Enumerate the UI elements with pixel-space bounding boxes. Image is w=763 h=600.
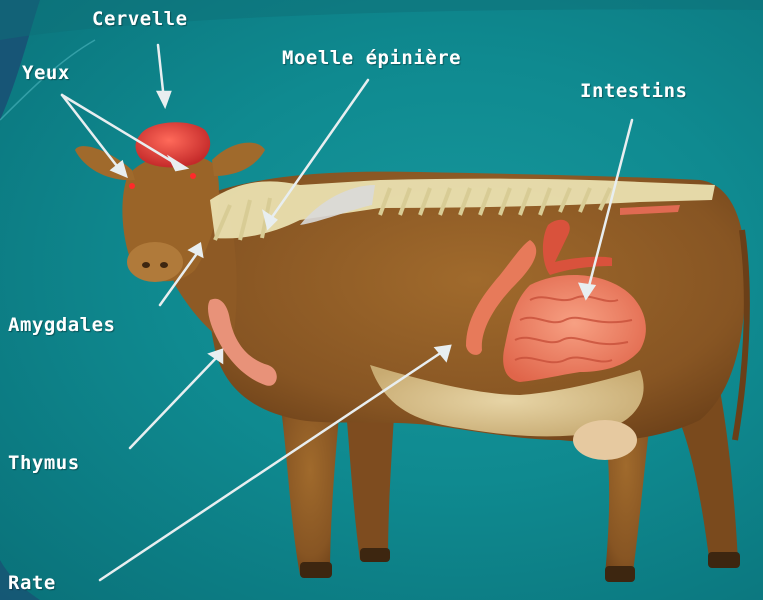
label-rate: Rate xyxy=(8,572,56,594)
label-thymus: Thymus xyxy=(8,452,80,474)
eye-right xyxy=(190,173,196,179)
label-amygdales: Amygdales xyxy=(8,314,115,336)
label-moelle-epiniere: Moelle épinière xyxy=(282,47,461,69)
label-intestins: Intestins xyxy=(580,80,687,102)
label-yeux: Yeux xyxy=(22,62,70,84)
eye-left xyxy=(129,183,135,189)
label-cervelle: Cervelle xyxy=(92,8,188,30)
arrow-thymus xyxy=(130,356,218,448)
